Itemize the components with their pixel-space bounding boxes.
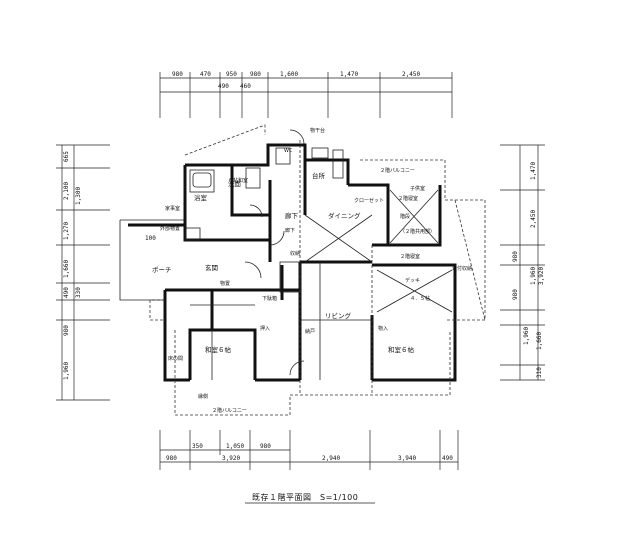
room-engawa: 縁側: [198, 393, 208, 400]
right-dim-9: 310: [536, 367, 543, 378]
building-walls: [128, 143, 457, 382]
room-pit: 物入: [378, 325, 388, 332]
left-dim-1: 665: [63, 151, 70, 162]
left-dim-8: 980: [63, 325, 70, 336]
room-below-eave-bottom: ２階バルコニー: [212, 407, 247, 414]
top-dim-5: 1,600: [280, 71, 298, 78]
room-room-4: ４．５帖: [410, 295, 430, 302]
right-dim-6: 980: [512, 289, 519, 300]
left-dim-3: 2,100: [63, 182, 70, 200]
room-closet-west: 押入: [260, 325, 270, 332]
room-deck: デッキ: [405, 277, 420, 284]
room-outdoor: 外部物置: [160, 225, 180, 232]
bottom-dimension-group: 350 1,050 980 980 3,920 2,940 3,940 490: [159, 430, 459, 470]
left-dim-2: 1,300: [75, 187, 82, 205]
room-storage-shed: 物置: [220, 280, 230, 287]
room-below-eave-top: ２階バルコニー: [380, 167, 415, 174]
room-veranda-top: 物干台: [310, 127, 325, 134]
room-bath: 浴室: [194, 193, 208, 202]
bottom-dim-8: 490: [442, 455, 453, 462]
left-dim-6: 490: [63, 287, 70, 298]
bottom-dim-4: 980: [166, 455, 177, 462]
left-dim-4: 1,270: [63, 222, 70, 240]
top-dim-1: 980: [172, 71, 183, 78]
bottom-dim-1: 350: [192, 443, 203, 450]
bottom-dim-3: 980: [260, 443, 271, 450]
room-note-stair: （２階共用部）: [400, 228, 435, 235]
room-entrance: 玄関: [205, 263, 218, 272]
porch-outline: [119, 219, 185, 301]
right-dim-2: 2,450: [530, 210, 537, 228]
room-closet-top: クローゼット: [354, 197, 384, 204]
right-dim-7: 1,960: [523, 327, 530, 345]
interior-details: [185, 129, 453, 380]
room-entrance-hall: 廊下: [285, 211, 299, 220]
top-dim-2: 470: [200, 71, 211, 78]
left-mid-dim: 100: [145, 235, 156, 242]
room-tokonoma: 床の間: [168, 355, 183, 362]
right-dim-3: 980: [512, 251, 519, 262]
room-kitchen: 台所: [312, 171, 326, 180]
room-living: リビング: [325, 311, 352, 320]
left-dimension-group: 665 1,300 2,100 1,270 1,660 490 330 980 …: [56, 144, 156, 401]
room-room-6: ６帖和室: [228, 177, 248, 184]
room-corridor: 廊下: [285, 227, 295, 234]
room-shoes: 下駄箱: [262, 295, 277, 302]
right-dimension-group: 1,470 2,450 980 1,960 3,920 980 1,960 1,…: [500, 144, 545, 381]
top-dim-7: 2,450: [402, 71, 420, 78]
room-built-in: 造付収納: [452, 265, 472, 272]
room-tatami-east: 和室６帖: [388, 345, 415, 354]
right-dim-4: 1,960: [530, 267, 537, 285]
left-dim-9: 1,960: [63, 362, 70, 380]
bottom-dim-7: 3,940: [398, 455, 416, 462]
left-dim-5: 1,660: [63, 260, 70, 278]
top-dim-9: 460: [240, 83, 251, 90]
left-dim-7: 330: [75, 287, 82, 298]
room-stair: 階段: [400, 213, 410, 220]
right-dim-5: 3,920: [538, 267, 545, 285]
room-labels: 物干台 WC 浴室 洗面 台所 廊下 ダイニング クローゼット ２階寝室 家事室…: [152, 127, 472, 414]
room-nursery: 子供室: [410, 185, 425, 192]
room-dining: ダイニング: [328, 211, 361, 220]
top-dim-6: 1,470: [340, 71, 358, 78]
right-dim-1: 1,470: [530, 162, 537, 180]
top-dim-3: 950: [226, 71, 237, 78]
top-dim-8: 490: [218, 83, 229, 90]
top-dimension-group: 980 470 950 980 1,600 1,470 2,450 490 46…: [159, 71, 453, 118]
room-wc: WC: [284, 148, 293, 154]
drawing-title: 既存１階平面図 S=1/100: [252, 492, 358, 502]
room-bedroom-east: ２階寝室: [400, 253, 420, 260]
upper-floor-outline: [149, 124, 486, 416]
room-tatami-west: 和室６帖: [205, 345, 232, 354]
room-bedroom-top: ２階寝室: [398, 195, 418, 202]
room-porch: ポーチ: [152, 266, 172, 274]
room-storage-mid: 納戸: [305, 328, 315, 335]
top-dim-4: 980: [250, 71, 261, 78]
room-utility: 家事室: [165, 205, 180, 212]
right-dim-8: 1,660: [536, 332, 543, 350]
bottom-dim-6: 2,940: [322, 455, 340, 462]
room-storage-c: 収納: [290, 250, 300, 257]
bottom-dim-2: 1,050: [226, 443, 244, 450]
room-washroom: 洗面: [228, 179, 242, 188]
bottom-dim-5: 3,920: [222, 455, 240, 462]
